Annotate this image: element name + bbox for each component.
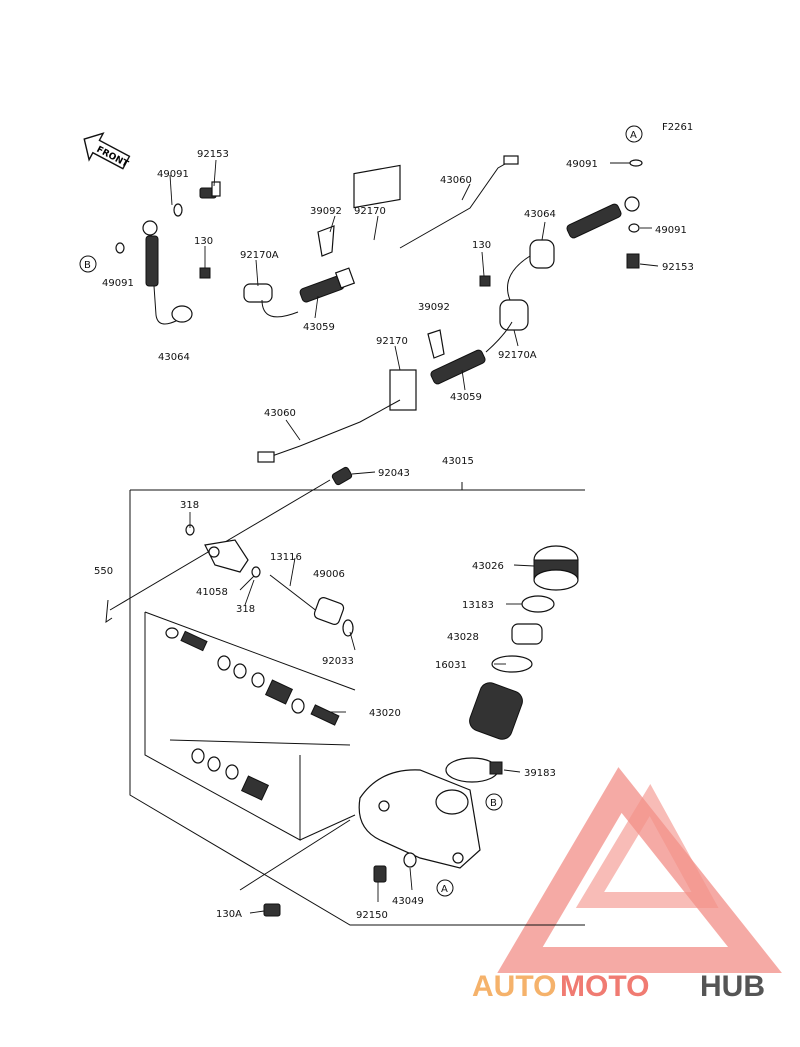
- label-49006: 49006: [313, 569, 345, 580]
- label-92170: 92170: [354, 206, 386, 217]
- svg-text:A: A: [630, 130, 637, 141]
- watermark-text-auto: AUTO: [472, 970, 556, 1003]
- label-92170A: 92170A: [240, 250, 279, 261]
- label-92170A: 92170A: [498, 350, 537, 361]
- label-130: 130: [194, 236, 213, 247]
- label-92150: 92150: [356, 910, 388, 921]
- watermark-triangle-inner-icon: [575, 783, 719, 908]
- label-550: 550: [94, 566, 113, 577]
- svg-text:B: B: [84, 260, 91, 271]
- label-92153: 92153: [662, 262, 694, 273]
- label-318: 318: [236, 604, 255, 615]
- reservoir-parts: [445, 545, 579, 783]
- pushrod-assembly: [105, 466, 354, 637]
- figure-code: F2261: [662, 122, 693, 133]
- label-39092: 39092: [418, 302, 450, 313]
- ref-circle-b-left: B: [79, 255, 97, 273]
- piston-kit: [144, 611, 356, 841]
- svg-text:A: A: [441, 884, 448, 895]
- label-130A: 130A: [216, 909, 242, 920]
- label-43060: 43060: [264, 408, 296, 419]
- watermark-text-moto: MOTO: [560, 970, 649, 1003]
- label-43059: 43059: [303, 322, 335, 333]
- master-cylinder-body: [263, 769, 481, 917]
- watermark-text: AUTO MOTO HUB: [472, 970, 765, 1003]
- label-92033: 92033: [322, 656, 354, 667]
- label-49091: 49091: [566, 159, 598, 170]
- ref-circle-b-body: B: [485, 793, 503, 811]
- label-43059: 43059: [450, 392, 482, 403]
- label-43028: 43028: [447, 632, 479, 643]
- label-318: 318: [180, 500, 199, 511]
- watermark-text-hub: HUB: [700, 970, 765, 1003]
- label-43064: 43064: [524, 209, 556, 220]
- label-43020: 43020: [369, 708, 401, 719]
- ref-circle-a-top: A: [625, 125, 643, 143]
- label-92153: 92153: [197, 149, 229, 160]
- label-49091: 49091: [102, 278, 134, 289]
- label-43060: 43060: [440, 175, 472, 186]
- label-16031: 16031: [435, 660, 467, 671]
- watermark-logo: [497, 767, 782, 973]
- label-49091: 49091: [655, 225, 687, 236]
- ref-circle-a-body: A: [436, 879, 454, 897]
- callout-lines: [169, 159, 659, 914]
- label-49091: 49091: [157, 169, 189, 180]
- label-43064: 43064: [158, 352, 190, 363]
- label-92043: 92043: [378, 468, 410, 479]
- label-43026: 43026: [472, 561, 504, 572]
- label-41058: 41058: [196, 587, 228, 598]
- label-43049: 43049: [392, 896, 424, 907]
- label-43015: 43015: [442, 456, 474, 467]
- part-labels: 49091 92153 49091 130 92170A 43064 39092…: [94, 149, 694, 921]
- front-arrow-icon: FRONT: [83, 132, 130, 170]
- hose-left-assembly: [115, 155, 519, 325]
- label-39183: 39183: [524, 768, 556, 779]
- label-13183: 13183: [462, 600, 494, 611]
- svg-text:B: B: [490, 798, 497, 809]
- label-130: 130: [472, 240, 491, 251]
- label-13116: 13116: [270, 552, 302, 563]
- hose-right-assembly: [257, 159, 643, 463]
- label-39092: 39092: [310, 206, 342, 217]
- label-92170: 92170: [376, 336, 408, 347]
